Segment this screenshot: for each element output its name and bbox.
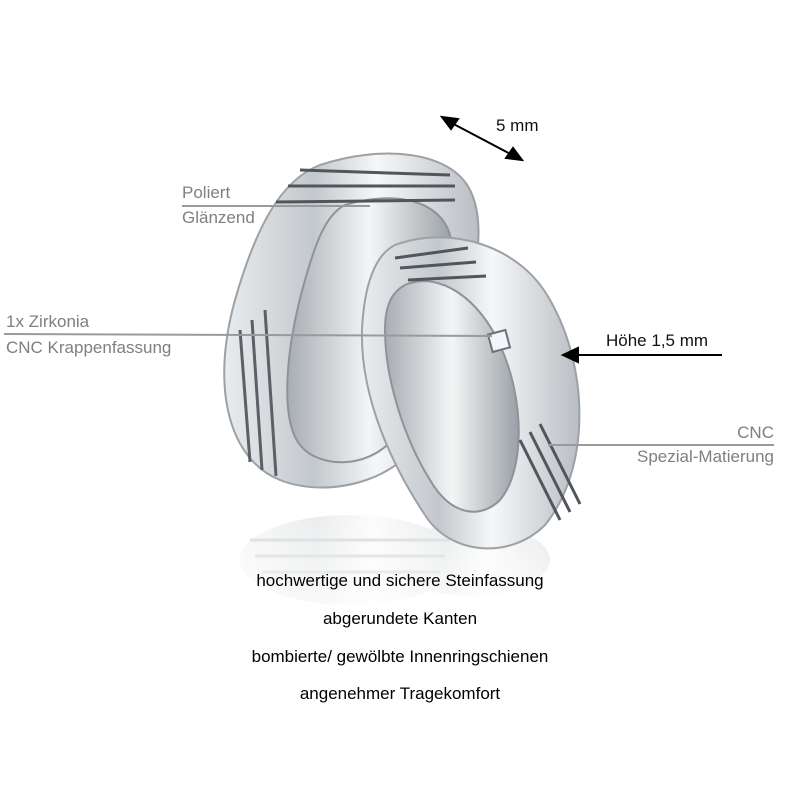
glossy-label: Glänzend: [182, 208, 255, 227]
feature-domed-inner: bombierte/ gewölbte Innenringschienen: [251, 647, 549, 666]
zirconia-label: 1x Zirkonia: [6, 312, 90, 331]
womens-ring: [360, 236, 582, 550]
height-arrow: [560, 346, 722, 364]
feature-comfort: angenehmer Tragekomfort: [299, 684, 501, 703]
width-arrow: [439, 115, 525, 162]
height-label: Höhe 1,5 mm: [606, 331, 709, 350]
polished-label: Poliert: [182, 183, 231, 202]
width-label: 5 mm: [496, 116, 539, 135]
callout-lines: [3, 205, 774, 446]
cnc-label: CNC: [737, 423, 774, 442]
special-matte-label: Spezial-Matierung: [636, 447, 774, 466]
prong-setting-label: CNC Krappenfassung: [6, 338, 172, 357]
feature-stone-setting: hochwertige und sichere Steinfassung: [256, 571, 544, 590]
feature-rounded-edges: abgerundete Kanten: [322, 609, 478, 628]
zirconia-stone: [486, 328, 512, 354]
